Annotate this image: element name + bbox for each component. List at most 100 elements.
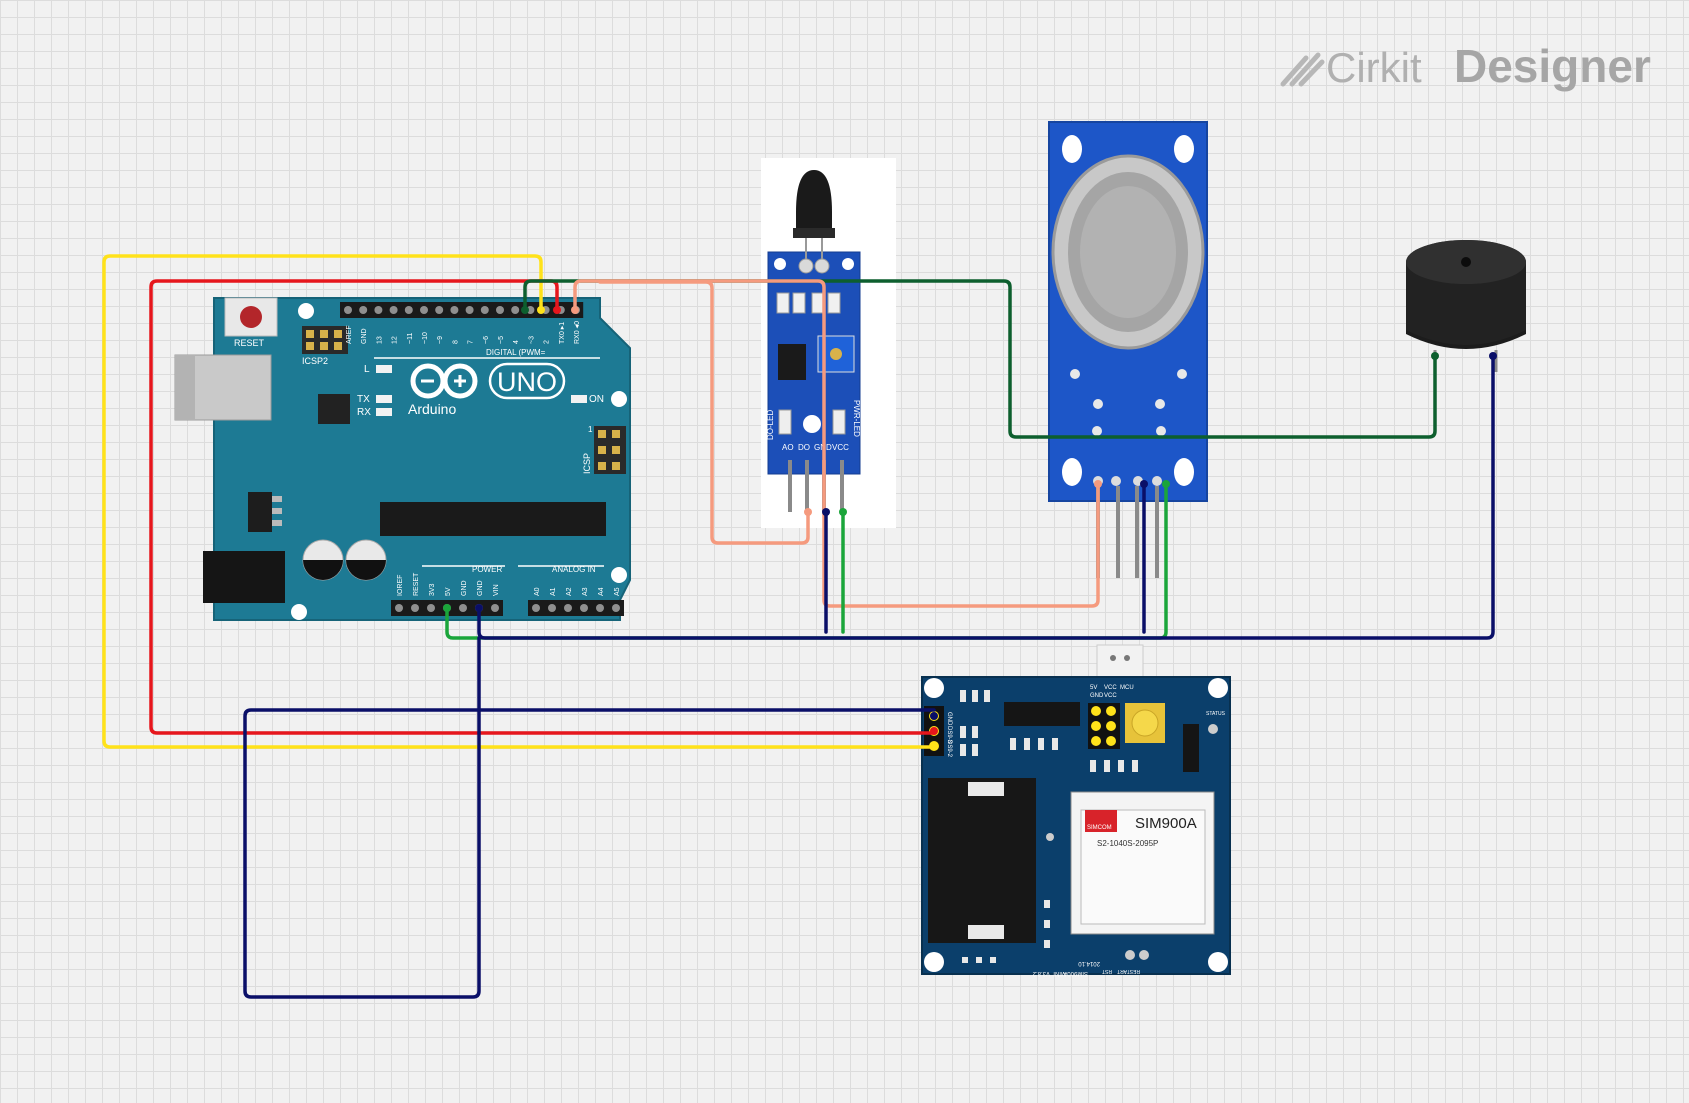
pin-analog_pins-1[interactable] <box>548 604 556 612</box>
wire-navy-gnd-to-gsm[interactable] <box>243 636 936 999</box>
pin-label-digital_pins-12: ~3 <box>528 336 535 344</box>
pin-digital_pins-2[interactable] <box>374 306 383 314</box>
analog-label: ANALOG IN <box>552 565 596 574</box>
gsm-ds92-label: DS9-2 <box>946 740 952 758</box>
pin-label-analog_pins-2: A2 <box>566 587 573 596</box>
reset-button-cap <box>240 306 262 328</box>
pin-digital_pins-6[interactable] <box>435 306 444 314</box>
gsm-header-labels: GND VCC 5V VCC MCU <box>1090 685 1134 699</box>
pin-label-digital_pins-13: 2 <box>544 340 551 344</box>
pin-label-power_pins-3: 5V <box>445 587 452 596</box>
pin-label-digital_pins-6: ~9 <box>437 336 444 344</box>
usb-chip <box>318 394 350 424</box>
pin-label-digital_pins-14: TX0 ▸1 <box>559 322 566 344</box>
pin-digital_pins-9[interactable] <box>480 306 489 314</box>
led-rx-label: RX <box>357 407 371 418</box>
pin-power_pins-1[interactable] <box>411 604 419 612</box>
pin-label-analog_pins-1: A1 <box>550 587 557 596</box>
wire-navy-gnd-to-buzzer[interactable] <box>477 354 1495 640</box>
status-led <box>1208 724 1218 734</box>
ir-flame-led <box>796 170 832 236</box>
pin-analog_pins-2[interactable] <box>564 604 572 612</box>
status-label: STATUS <box>1206 711 1226 717</box>
pin-power_pins-0[interactable] <box>395 604 403 612</box>
on-label: ON <box>589 394 604 405</box>
atmega-chip <box>380 502 606 536</box>
pin-label-digital_pins-3: 12 <box>392 336 399 344</box>
icsp-pin1-label: 1 <box>588 425 593 434</box>
pin-label-digital_pins-15: RX0 ◂0 <box>574 321 581 344</box>
gsm-gnd-label: GND <box>946 712 952 726</box>
wire-red-d3-to-gsm[interactable] <box>149 279 936 735</box>
sim-card-slot[interactable] <box>928 778 1036 943</box>
led-tx-label: TX <box>357 394 370 405</box>
pin-digital_pins-5[interactable] <box>420 306 428 314</box>
pin-digital_pins-0[interactable] <box>344 306 352 314</box>
pin-power_pins-6[interactable] <box>491 604 499 612</box>
reset-button[interactable] <box>224 297 278 337</box>
board-date-label: 2014.10 <box>1078 960 1100 966</box>
pin-label-analog_pins-0: A0 <box>534 587 541 596</box>
wire-endpoints <box>443 306 1497 750</box>
rst-button[interactable] <box>1125 950 1135 960</box>
pin-label-digital_pins-10: ~5 <box>498 336 505 344</box>
uno-text: UNO <box>497 367 557 397</box>
pin-label-analog_pins-5: A5 <box>614 587 621 596</box>
pin-label-power_pins-1: RESET <box>413 572 420 596</box>
pin-power_pins-2[interactable] <box>427 604 435 612</box>
pin-analog_pins-3[interactable] <box>580 604 588 612</box>
wire-salmon-flame-ao[interactable] <box>598 280 810 545</box>
sim900a-label: SIM900A <box>1135 815 1197 832</box>
board-mini-label: MINI <box>1053 970 1066 976</box>
pin-label-power_pins-5: GND <box>477 580 484 596</box>
gsm-ic-chip <box>1004 702 1080 726</box>
pin-digital_pins-1[interactable] <box>359 306 368 314</box>
flame-pin-vcc-label: VCC <box>832 443 849 452</box>
gsm-pin-header[interactable] <box>1088 703 1120 749</box>
wire-salmon-d2-to-gas[interactable] <box>573 279 1100 608</box>
wire-green-5v-to-gas-vcc[interactable] <box>445 482 1168 640</box>
digital-label: DIGITAL (PWM= <box>486 348 546 357</box>
arduino-board <box>213 297 631 621</box>
wire-yellow-d4-to-gsm[interactable] <box>102 254 936 749</box>
restart-button[interactable] <box>1139 950 1149 960</box>
pin-label-digital_pins-7: 8 <box>452 340 459 344</box>
pin-digital_pins-11[interactable] <box>511 306 520 314</box>
gsm-ds93-label: DS9-3 <box>946 726 952 744</box>
brand-cirkit: Cirkit <box>1326 44 1422 91</box>
arduino-logo-text: Arduino <box>408 401 456 417</box>
gsm-header-vcc2: VCC <box>1104 685 1117 691</box>
pin-analog_pins-4[interactable] <box>596 604 604 612</box>
gsm-bottom-pads <box>962 900 1050 963</box>
pin-analog_pins-0[interactable] <box>532 604 540 612</box>
pin-digital_pins-4[interactable] <box>404 306 413 314</box>
rst-label: RST <box>1102 968 1112 974</box>
wire-darkgreen-d5-to-buzzer[interactable] <box>523 279 1437 439</box>
pin-digital_pins-7[interactable] <box>450 306 459 314</box>
pin-label-power_pins-2: 3V3 <box>429 583 436 596</box>
cirkit-logo-icon <box>1280 52 1325 87</box>
chip-code-label: S2-1040S-2095P <box>1097 839 1158 848</box>
pin-label-digital_pins-9: ~6 <box>483 336 490 344</box>
pin-digital_pins-8[interactable] <box>465 306 474 314</box>
pin-label-digital_pins-8: 7 <box>468 340 475 344</box>
arduino-infinity-logo-icon <box>410 363 478 399</box>
pin-label-digital_pins-5: ~10 <box>422 332 429 344</box>
flame-pin-do-label: DO <box>798 443 810 452</box>
pin-analog_pins-5[interactable] <box>612 604 620 612</box>
smd-resistors <box>776 292 841 314</box>
pin-label-digital_pins-0: AREF <box>346 325 353 344</box>
icsp2-header <box>302 326 348 354</box>
pin-digital_pins-10[interactable] <box>496 306 504 314</box>
pin-label-analog_pins-3: A3 <box>582 587 589 596</box>
pin-power_pins-4[interactable] <box>459 604 467 612</box>
pin-digital_pins-3[interactable] <box>389 306 398 314</box>
